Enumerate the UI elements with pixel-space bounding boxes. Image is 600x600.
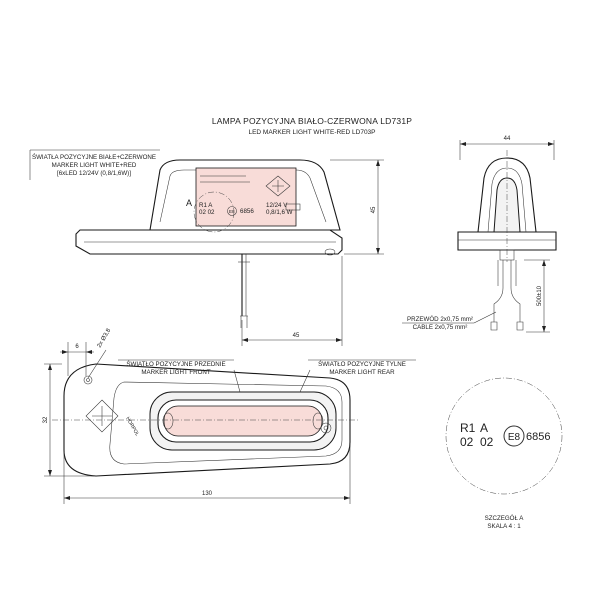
- e-mark-circle: [227, 206, 237, 216]
- dim-top-width: 44: [504, 136, 511, 142]
- front-label-pl: ŚWIATŁO POZYCYJNE PRZEDNIE: [126, 360, 225, 368]
- lens-wattage: 0,8/1,6 W: [266, 209, 293, 216]
- title-pl: LAMPA POZYCYJNA BIAŁO-CZERWONA LD731P: [212, 116, 412, 126]
- detail-scale: SKALA 4 : 1: [487, 523, 521, 530]
- dim-depth: 45: [293, 333, 300, 339]
- spec-line-1: ŚWIATŁA POZYCYJNE BIAŁE+CZERWONE: [32, 153, 156, 161]
- dim-hole-offset: 6: [75, 344, 79, 350]
- stamp-r1: R1: [460, 421, 476, 435]
- cable-label-en: CABLE 2x0,75 mm²: [413, 324, 468, 331]
- dimension-height: 45: [330, 159, 384, 255]
- dim-height: 45: [371, 206, 377, 213]
- spec-line-3: [6xLED 12/24V (0,8/1,6W)]: [57, 170, 131, 177]
- rear-light-label: ŚWIATŁO POZYCYJNE TYLNE MARKER LIGHT REA…: [299, 359, 416, 393]
- lens-e-mark: E8: [229, 209, 235, 214]
- detail-label: SZCZEGÓŁ A: [485, 515, 525, 522]
- dim-length: 130: [202, 491, 213, 497]
- dimension-depth: 45: [241, 256, 343, 346]
- side-view: R1 A 02 02 E8 6856 12/24 V 0,8/1,6 W A: [75, 159, 343, 328]
- lens-approval-number: 6856: [240, 208, 254, 215]
- rear-label-pl: ŚWIATŁO POZYCYJNE TYLNE: [318, 360, 406, 368]
- dim-width: 32: [43, 416, 49, 423]
- stamp-e: E8: [508, 432, 521, 443]
- detail-marker: A: [186, 198, 192, 208]
- detail-a-frame: [445, 377, 563, 495]
- dim-hole-diameter: 2x Ø3,8: [97, 327, 113, 349]
- screw-hole-left: [83, 375, 93, 385]
- dimension-length: 130: [63, 444, 351, 504]
- front-label-en: MARKER LIGHT FRONT: [141, 369, 211, 376]
- front-light-label: ŚWIATŁO POZYCYJNE PRZEDNIE MARKER LIGHT …: [118, 359, 241, 393]
- stamp-r2: 02: [460, 435, 474, 449]
- lens-marking-line1: R1 A: [199, 202, 213, 209]
- dim-cable-length: 500±10: [537, 285, 543, 306]
- cable-label-pl: PRZEWÓD 2x0,75 mm²: [407, 316, 473, 323]
- detail-a-circle: [193, 191, 235, 233]
- detail-a: R1 02 A 02 E8 6856 SZCZEGÓŁ A SKALA 4 : …: [445, 377, 563, 530]
- end-view: 44 500±10 PRZEWÓD 2x0,75 mm² CABLE 2x0,7…: [402, 136, 557, 333]
- lens-window: [195, 167, 297, 227]
- brand-logo: [265, 175, 301, 211]
- screw-hole-right: [320, 422, 332, 434]
- top-view-lens: [163, 405, 323, 437]
- rear-label-en: MARKER LIGHT REAR: [329, 369, 395, 376]
- stamp-a2: 02: [480, 435, 494, 449]
- spec-line-2: MARKER LIGHT WHITE+RED: [52, 162, 137, 169]
- lens-voltage: 12/24 V: [266, 202, 288, 209]
- dimension-width: 32: [43, 363, 94, 477]
- title-en: LED MARKER LIGHT WHITE-RED LD703P: [248, 129, 375, 136]
- stamp-number: 6856: [526, 431, 550, 443]
- stamp-a1: A: [480, 421, 488, 435]
- lens-marking-line2: 02 02: [199, 209, 215, 216]
- stamp-e-circle: [503, 425, 525, 447]
- top-view: HORPOL: [52, 363, 358, 477]
